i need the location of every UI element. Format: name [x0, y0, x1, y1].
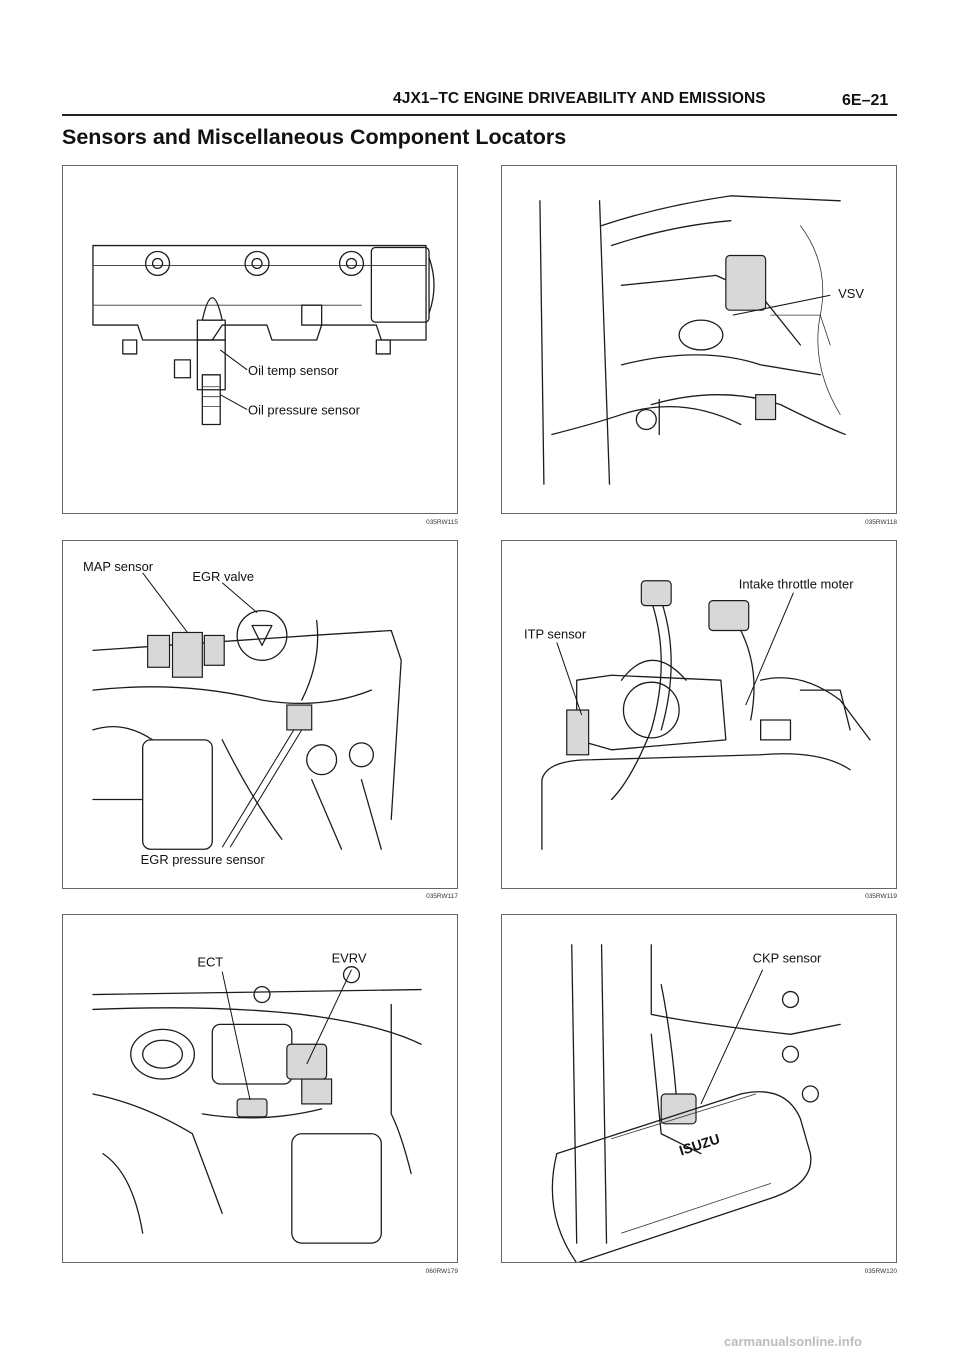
figure-ckp: ISUZU CKP sensor	[501, 914, 897, 1263]
header-title: 4JX1–TC ENGINE DRIVEABILITY AND EMISSION…	[393, 90, 766, 107]
vsv-illustration: VSV	[539, 195, 864, 485]
footer-watermark: carmanualsonline.info	[724, 1334, 862, 1349]
figure-code: 035RW115	[426, 519, 458, 526]
figure-vsv: VSV	[501, 165, 897, 514]
label-map-sensor: MAP sensor	[83, 559, 154, 574]
figure-code: 060RW179	[425, 1268, 458, 1275]
label-oil-temp-sensor: Oil temp sensor	[248, 363, 339, 378]
label-ckp-sensor: CKP sensor	[753, 951, 822, 966]
figure-code: 035RW118	[865, 519, 897, 526]
figure-code: 035RW117	[426, 893, 458, 900]
label-intake-throttle-moter: Intake throttle moter	[739, 577, 854, 592]
label-egr-pressure-sensor: EGR pressure sensor	[141, 852, 266, 867]
figure-code: 035RW120	[864, 1268, 897, 1275]
label-evrv: EVRV	[332, 951, 367, 966]
ckp-illustration: ISUZU CKP sensor	[551, 944, 841, 1262]
figure-code: 035RW119	[865, 893, 897, 900]
figure-itp: Intake throttle moter ITP sensor	[501, 540, 897, 889]
ect-evrv-illustration: ECT EVRV	[92, 951, 422, 1244]
itp-illustration: Intake throttle moter ITP sensor	[524, 577, 871, 850]
section-title: Sensors and Miscellaneous Component Loca…	[62, 125, 567, 149]
figure-ect-evrv: ECT EVRV	[62, 914, 458, 1263]
label-oil-pressure-sensor: Oil pressure sensor	[248, 403, 361, 418]
figure-oil-sensors: Oil temp sensor Oil pressure sensor	[62, 165, 458, 514]
label-egr-valve: EGR valve	[192, 569, 254, 584]
svg-text:ISUZU: ISUZU	[677, 1130, 722, 1158]
label-vsv: VSV	[838, 286, 864, 301]
header-rule	[62, 114, 897, 116]
label-itp-sensor: ITP sensor	[524, 626, 587, 641]
oil-sensors-illustration: Oil temp sensor Oil pressure sensor	[92, 244, 435, 426]
page-number: 6E–21	[842, 92, 889, 109]
map-egr-illustration: MAP sensor EGR valve EGR pressure sensor	[83, 559, 402, 867]
figure-map-egr: MAP sensor EGR valve EGR pressure sensor	[62, 540, 458, 889]
label-ect: ECT	[197, 955, 223, 970]
